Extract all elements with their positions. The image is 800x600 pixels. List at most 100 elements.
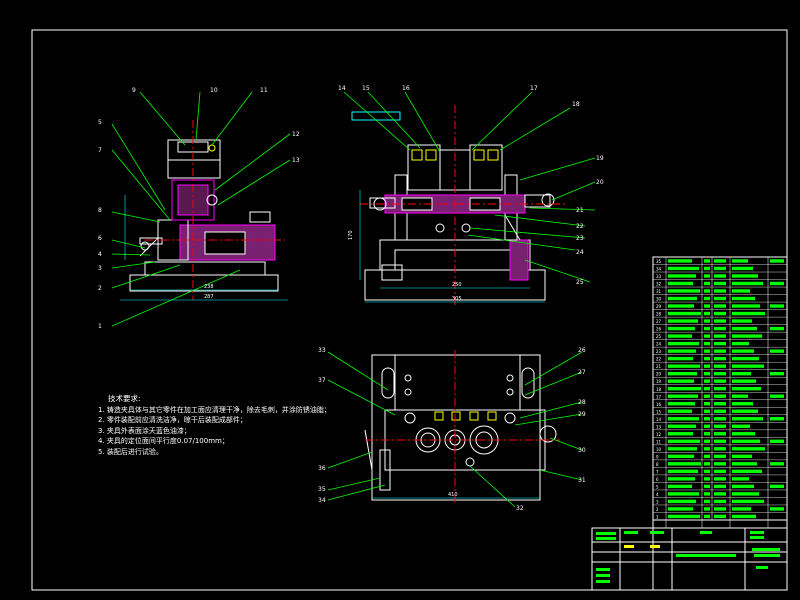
bom-cell-text — [704, 371, 710, 376]
bom-cell-text — [668, 356, 693, 361]
bom-cell-text — [668, 266, 699, 271]
bom-row-number: 16 — [656, 402, 662, 407]
plan-view: 33 37 36 35 34 26 27 28 29 30 31 32 410 — [318, 347, 586, 512]
bom-cell-text — [714, 409, 726, 413]
bom-cell-text — [704, 304, 710, 308]
balloon: 6 — [98, 235, 102, 242]
technical-requirements: 技术要求: 1. 铸造夹具体与其它零件在加工面应清理干净，除去毛刺，并涂防锈油脂… — [98, 394, 331, 457]
bom-cell-text — [714, 311, 726, 316]
bom-row-number: 31 — [656, 289, 662, 294]
bom-row-number: 19 — [656, 379, 662, 384]
bom-cell-text — [704, 356, 710, 361]
bom-cell-text — [732, 469, 762, 474]
bom-cell-text — [732, 259, 748, 263]
balloon: 20 — [596, 179, 604, 186]
bom-row-number: 18 — [656, 387, 662, 392]
bom-cell-text — [732, 289, 750, 293]
bom-cell-text — [704, 417, 710, 421]
bom-cell-text — [770, 462, 784, 466]
bom-cell-text — [732, 296, 755, 301]
bom-cell-text — [704, 394, 710, 398]
bom-row-number: 1 — [656, 515, 659, 520]
bom-cell-text — [714, 454, 726, 459]
bom-cell-text — [770, 281, 784, 286]
bom-row-number: 35 — [656, 259, 662, 264]
bom-cell-text — [668, 296, 697, 301]
bom-cell-text — [668, 341, 699, 346]
balloon: 29 — [578, 411, 586, 418]
balloon: 15 — [362, 85, 370, 92]
bom-cell-text — [714, 266, 726, 271]
bom-cell-text — [704, 447, 710, 451]
bom-cell-text — [732, 311, 765, 316]
bom-cell-text — [732, 507, 751, 511]
balloon: 34 — [318, 497, 326, 504]
bom-cell-text — [668, 417, 699, 421]
balloon: 21 — [576, 207, 584, 214]
front-view: 9 10 11 5 7 12 13 8 6 4 3 2 1 238 287 — [98, 87, 300, 330]
bom-cell-text — [704, 439, 710, 443]
bom-row-number: 2 — [656, 507, 659, 512]
bom-cell-text — [704, 514, 710, 519]
dimension-label: 305 — [452, 296, 462, 302]
balloon: 26 — [578, 347, 586, 354]
balloon: 12 — [292, 131, 300, 138]
bom-cell-text — [704, 349, 710, 353]
dimension-label: 287 — [204, 294, 214, 300]
balloon: 2 — [98, 285, 102, 292]
bom-cell-text — [668, 462, 701, 466]
bom-row-number: 23 — [656, 349, 662, 354]
bom-cell-text — [668, 439, 700, 443]
bom-cell-text — [704, 364, 710, 368]
bom-row-number: 27 — [656, 319, 662, 324]
bom-cell-text — [704, 334, 710, 338]
bom-row-number: 30 — [656, 297, 662, 302]
balloon: 17 — [530, 85, 538, 92]
bom-cell-text — [770, 439, 784, 443]
bom-cell-text — [714, 259, 726, 263]
bom-row-number: 5 — [656, 484, 659, 489]
bom-cell-text — [732, 281, 763, 286]
bom-cell-text — [732, 326, 757, 331]
bom-cell-text — [714, 349, 726, 353]
bom-cell-text — [714, 304, 726, 308]
side-view-balloons: 14 15 16 17 18 19 20 21 22 23 24 25 — [338, 85, 604, 286]
bom-row-number: 24 — [656, 342, 662, 347]
bom-cell-text — [668, 334, 692, 338]
side-view: 14 15 16 17 18 19 20 21 22 23 24 25 170 … — [338, 85, 604, 305]
bom-cell-text — [668, 364, 700, 368]
bom-row-number: 13 — [656, 424, 662, 429]
bom-cell-text — [704, 386, 710, 391]
bom-cell-text — [704, 326, 710, 331]
bom-cell-text — [668, 326, 695, 331]
note-item: 2. 零件装配前应清洗洁净，晾干后装配成部件； — [98, 416, 247, 424]
bom-cell-text — [714, 507, 726, 511]
bill-of-materials: 3534333231302928272625242322212019181716… — [652, 256, 788, 521]
bom-row-number: 20 — [656, 372, 662, 377]
bom-cell-text — [668, 289, 700, 293]
bom-cell-text — [770, 394, 784, 398]
bom-cell-text — [714, 356, 726, 361]
bom-cell-text — [732, 334, 762, 338]
bom-row-number: 22 — [656, 357, 662, 362]
bom-cell-text — [714, 281, 726, 286]
title-block — [591, 519, 788, 591]
bom-cell-text — [714, 462, 726, 466]
dimension-label: 170 — [348, 230, 354, 240]
bom-cell-text — [704, 341, 710, 346]
bom-cell-text — [732, 266, 753, 271]
bom-cell-text — [770, 417, 784, 421]
bom-cell-text — [704, 289, 710, 293]
bom-cell-text — [668, 304, 694, 308]
bom-cell-text — [668, 454, 694, 459]
bom-cell-text — [732, 417, 763, 421]
bom-row-number: 26 — [656, 327, 662, 332]
balloon: 16 — [402, 85, 410, 92]
balloon: 4 — [98, 251, 102, 258]
bom-cell-text — [704, 477, 710, 481]
bom-cell-text — [732, 514, 756, 519]
bom-cell-text — [668, 447, 697, 451]
bom-cell-text — [704, 311, 710, 316]
bom-cell-text — [704, 484, 710, 489]
bom-cell-text — [770, 259, 784, 263]
